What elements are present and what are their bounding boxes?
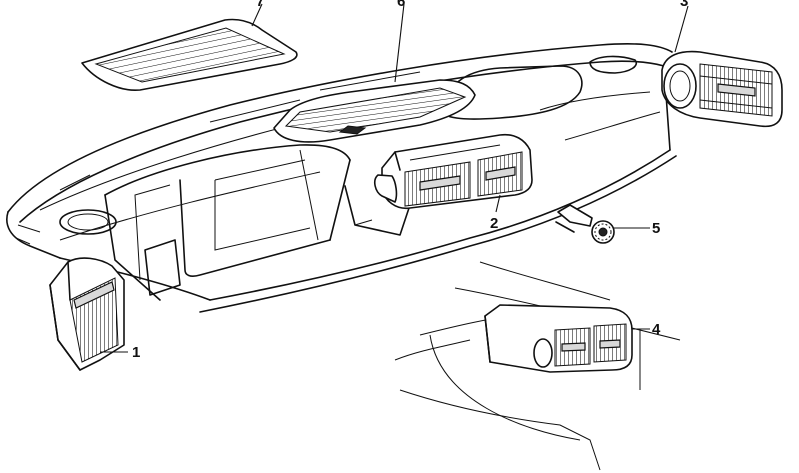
- callout-1: 1: [132, 344, 140, 361]
- thumbwheel: [555, 204, 615, 244]
- callout-3: 3: [680, 0, 688, 10]
- callout-4: 4: [652, 321, 661, 338]
- center-defroster-grille: [273, 79, 476, 143]
- callout-6: 6: [397, 0, 405, 10]
- dashboard: [6, 43, 677, 313]
- side-defroster-grille: [81, 18, 298, 91]
- callout-2: 2: [490, 215, 498, 232]
- callout-leaders: [100, 3, 689, 353]
- rear-console-air-vent: [484, 304, 633, 373]
- callout-7: 7: [256, 0, 264, 10]
- center-air-vent: [373, 133, 533, 210]
- callout-5: 5: [652, 220, 660, 237]
- right-side-air-vent: [661, 50, 783, 128]
- left-side-air-vent: [49, 257, 125, 371]
